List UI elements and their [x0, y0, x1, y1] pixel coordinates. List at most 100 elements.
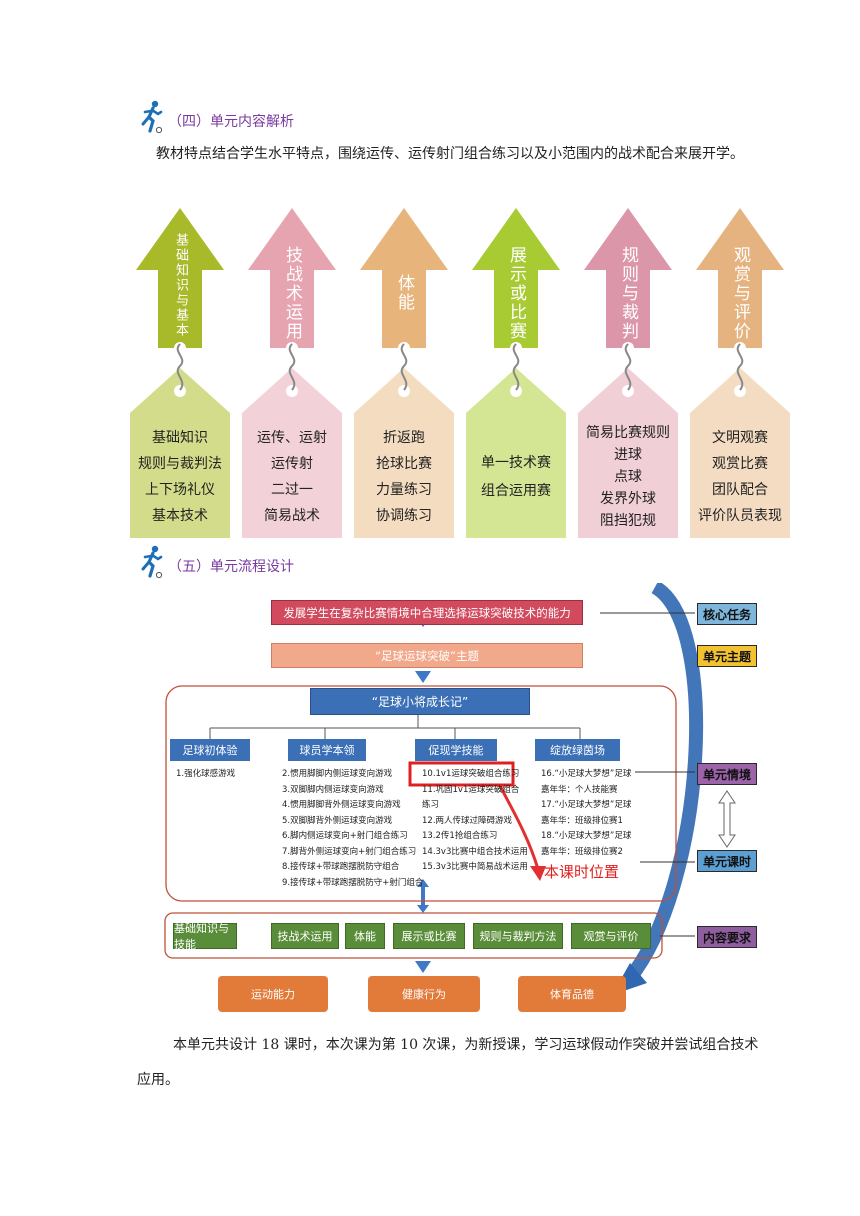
- content-tag: 规则与裁判简易比赛规则进球点球发界外球阻挡犯规: [578, 208, 678, 542]
- tag-card-line: 发界外球: [600, 491, 656, 507]
- tag-card-line: 规则与裁判法: [138, 456, 222, 472]
- tag-shape: [690, 208, 790, 538]
- core-task-box: 发展学生在复杂比赛情境中合理选择运球突破技术的能力: [271, 600, 583, 625]
- lesson-item: 练习: [422, 800, 440, 810]
- tag-card-line: 抢球比赛: [376, 456, 432, 472]
- content-item: 体能: [345, 923, 385, 949]
- column-header: 球员学本领: [288, 739, 366, 761]
- outcome-box: 体育品德: [518, 976, 626, 1012]
- tag-card-line: 运传、运射: [257, 430, 327, 446]
- runner-icon: [141, 545, 163, 579]
- tag-shape: [354, 208, 454, 538]
- side-label: 内容要求: [697, 926, 757, 948]
- closing-line-2: 应用。: [137, 1072, 179, 1088]
- tag-card-text: 基础知识规则与裁判法上下场礼仪基本技术: [130, 425, 230, 529]
- lesson-item: 嘉年华：个人技能赛: [541, 784, 618, 795]
- runner-icon: [141, 100, 163, 134]
- lesson-item: 2.惯用脚脚内侧运球变向游戏: [282, 769, 393, 779]
- lesson-item: 7.脚背外侧运球变向+射门组合练习: [282, 846, 417, 857]
- tag-card-line: 评价队员表现: [698, 508, 782, 524]
- tag-shape: [242, 208, 342, 538]
- tag-card-line: 基本技术: [152, 508, 208, 524]
- lesson-item: 4.惯用脚脚背外侧运球变向游戏: [282, 800, 401, 810]
- tag-card-line: 进球: [614, 447, 642, 463]
- tag-card-line: 简易战术: [264, 508, 320, 524]
- tag-card-line: 观赏比赛: [712, 456, 768, 472]
- tag-card-line: 单一技术赛: [481, 455, 551, 471]
- column-header: 足球初体验: [170, 739, 250, 761]
- lesson-item: 11.巩固1v1运球突破组合: [422, 784, 520, 795]
- tag-card-line: 点球: [614, 469, 642, 485]
- column-header: 绽放绿茵场: [535, 739, 620, 761]
- column-header: 促现学技能: [415, 739, 497, 761]
- content-item: 展示或比赛: [393, 923, 465, 949]
- closing-line-1: 本单元共设计 18 课时，本次课为第 10 次课，为新授课，学习运球假动作突破并…: [173, 1037, 759, 1053]
- section4-heading: （四）单元内容解析: [138, 100, 294, 134]
- content-item: 基础知识与技能: [173, 922, 237, 951]
- story-box: “足球小将成长记”: [310, 688, 530, 715]
- side-label: 核心任务: [697, 603, 757, 625]
- outcome-box: 健康行为: [368, 976, 480, 1012]
- tag-arrow-label: 基础知识与基本: [173, 232, 188, 338]
- lesson-item: 14.3v3比赛中组合技术运用: [422, 846, 528, 857]
- tag-arrow-label: 技战术运用: [282, 245, 302, 341]
- tag-card-line: 力量练习: [376, 482, 432, 498]
- lesson-item: 13.2传1抢组合练习: [422, 831, 498, 841]
- tag-card-line: 二过一: [271, 482, 313, 498]
- tag-arrow-label: 观赏与评价: [730, 245, 750, 341]
- content-item: 观赏与评价: [571, 923, 651, 949]
- tag-card-line: 协调练习: [376, 508, 432, 524]
- tag-card-text: 单一技术赛组合运用赛: [466, 449, 566, 505]
- lesson-item: 12.两人传球过障碍游戏: [422, 815, 513, 826]
- tag-card-text: 运传、运射运传射二过一简易战术: [242, 425, 342, 529]
- side-label: 单元主题: [697, 645, 757, 667]
- tag-card-line: 组合运用赛: [481, 483, 551, 499]
- unit-theme-box: “足球运球突破”主题: [271, 643, 583, 668]
- tag-arrow-label: 体能: [394, 274, 414, 312]
- lesson-item: 18.“小足球大梦想”足球: [541, 831, 632, 841]
- unit-flow-diagram: 发展学生在复杂比赛情境中合理选择运球突破技术的能力 “足球运球突破”主题 “足球…: [160, 583, 800, 1023]
- tag-card-line: 基础知识: [152, 430, 208, 446]
- tag-shape: [578, 208, 678, 538]
- tag-card-text: 文明观赛观赏比赛团队配合评价队员表现: [690, 425, 790, 529]
- lesson-item: 6.脚内侧运球变向+射门组合练习: [282, 831, 408, 841]
- tag-shape: [466, 208, 566, 538]
- tag-card-line: 简易比赛规则: [586, 425, 670, 441]
- lesson-item: 8.接传球+带球跑摆脱防守组合: [282, 862, 400, 872]
- flow-connectors: [164, 583, 736, 995]
- tag-card-text: 折返跑抢球比赛力量练习协调练习: [354, 425, 454, 529]
- content-tag: 技战术运用运传、运射运传射二过一简易战术: [242, 208, 342, 542]
- side-label: 单元情境: [697, 763, 757, 785]
- lesson-item: 9.接传球+带球跑摆脱防守+射门组合: [282, 877, 424, 888]
- content-item: 技战术运用: [271, 923, 339, 949]
- lesson-item: 16.“小足球大梦想”足球: [541, 769, 632, 779]
- lesson-item: 3.双脚脚内侧运球变向游戏: [282, 784, 384, 795]
- tag-card-line: 运传射: [271, 456, 313, 472]
- section4-title: （四）单元内容解析: [168, 114, 294, 130]
- lesson-item: 5.双脚脚背外侧运球变向游戏: [282, 815, 393, 826]
- lesson-item: 嘉年华：班级排位赛2: [541, 846, 623, 857]
- content-tag: 观赏与评价文明观赛观赏比赛团队配合评价队员表现: [690, 208, 790, 542]
- lesson-item: 15.3v3比赛中简易战术运用: [422, 862, 528, 872]
- content-tag: 基础知识与基本基础知识规则与裁判法上下场礼仪基本技术: [130, 208, 230, 542]
- tag-arrow-label: 展示或比赛: [506, 245, 526, 341]
- section5-heading: （五）单元流程设计: [138, 545, 294, 579]
- tag-card-line: 团队配合: [712, 482, 768, 498]
- lesson-item: 嘉年华：班级排位赛1: [541, 815, 623, 826]
- content-item: 规则与裁判方法: [473, 923, 563, 949]
- lesson-item: 10.1v1运球突破组合练习: [422, 769, 520, 779]
- content-tag: 展示或比赛单一技术赛组合运用赛: [466, 208, 566, 542]
- outcome-box: 运动能力: [218, 976, 328, 1012]
- lesson-item: 17.“小足球大梦想”足球: [541, 800, 632, 810]
- tag-card-line: 上下场礼仪: [145, 482, 215, 498]
- tag-card-text: 简易比赛规则进球点球发界外球阻挡犯规: [578, 422, 678, 532]
- side-label: 单元课时: [697, 850, 757, 872]
- tag-shape: [130, 208, 230, 538]
- tag-card-line: 阻挡犯规: [600, 513, 656, 529]
- section4-paragraph: 教材特点结合学生水平特点，围绕运传、运传射门组合练习以及小范围内的战术配合来展开…: [156, 146, 744, 162]
- content-tag: 体能折返跑抢球比赛力量练习协调练习: [354, 208, 454, 542]
- tag-arrow-label: 规则与裁判: [618, 245, 638, 341]
- tag-card-line: 折返跑: [383, 430, 425, 446]
- section5-title: （五）单元流程设计: [168, 559, 294, 575]
- current-lesson-label: 本课时位置: [544, 863, 620, 881]
